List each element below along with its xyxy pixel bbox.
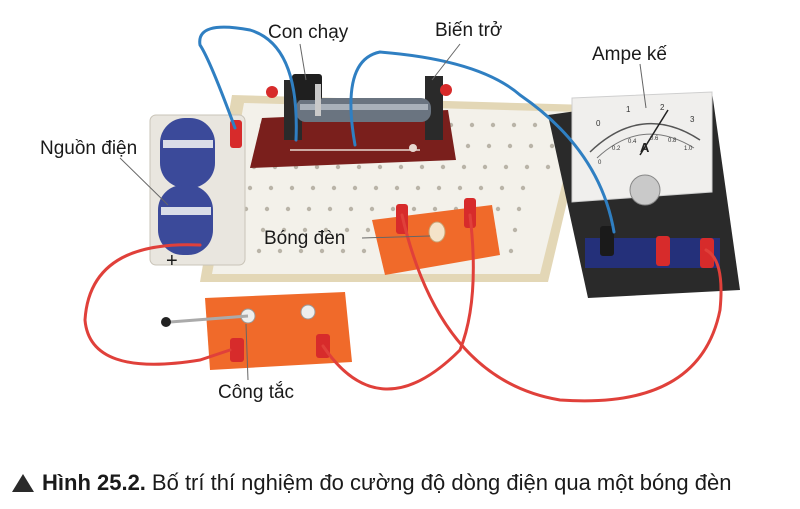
pegboard-hole — [490, 122, 496, 128]
caption-triangle-icon — [12, 474, 34, 492]
meter-scale-top-2: 2 — [660, 103, 665, 112]
meter-scale-bottom-0: 0 — [598, 160, 602, 166]
pegboard-hole — [268, 185, 274, 191]
pegboard-hole — [532, 122, 538, 128]
label-nguon-dien: Nguồn điện — [40, 138, 138, 159]
label-cong-tac: Công tắc — [218, 382, 295, 403]
pegboard-hole — [352, 185, 358, 191]
leader-lines — [119, 43, 647, 381]
pegboard-hole — [335, 164, 341, 170]
pegboard-hole — [415, 185, 421, 191]
pegboard-hole — [394, 185, 400, 191]
pegboard-hole — [323, 227, 329, 233]
pegboard-hole — [373, 185, 379, 191]
pegboard-hole — [361, 248, 367, 254]
pegboard-hole — [302, 227, 308, 233]
pegboard-hole — [549, 143, 555, 149]
pegboard-hole — [247, 185, 253, 191]
pegboard-hole — [277, 248, 283, 254]
meter-scale-bottom-5: 1.0 — [684, 146, 693, 152]
pegboard-hole — [516, 206, 522, 212]
pegboard-hole — [344, 227, 350, 233]
pegboard-hole — [524, 164, 530, 170]
pegboard-hole — [495, 206, 501, 212]
pegboard-hole — [478, 185, 484, 191]
battery-holder — [149, 114, 246, 266]
caption-text: Bố trí thí nghiệm đo cường độ dòng điện … — [151, 470, 732, 495]
pegboard-hole — [508, 248, 514, 254]
pegboard-hole — [432, 206, 438, 212]
pegboard-hole — [440, 164, 446, 170]
pegboard-hole — [520, 185, 526, 191]
pegboard-hole — [348, 206, 354, 212]
pegboard-hole — [511, 122, 517, 128]
pegboard-hole — [503, 164, 509, 170]
figure-caption: Hình 25.2. Bố trí thí nghiệm đo cường độ… — [12, 466, 792, 500]
label-con-chay: Con chạy — [268, 22, 349, 43]
battery-plus-sign: + — [166, 250, 178, 272]
switch-block — [161, 292, 352, 370]
wires — [83, 25, 723, 403]
ammeter: A 0 1 2 3 0 0.2 0.4 0.6 0.8 1.0 — [548, 91, 740, 298]
meter-scale-bottom-3: 0.6 — [650, 136, 659, 142]
meter-scale-top-0: 0 — [596, 119, 601, 128]
pegboard-hole — [256, 248, 262, 254]
pegboard-hole — [310, 185, 316, 191]
pegboard-hole — [398, 164, 404, 170]
meter-scale-top-3: 3 — [690, 115, 695, 124]
pegboard-hole — [482, 164, 488, 170]
pegboard-hole — [528, 143, 534, 149]
pegboard-hole — [285, 206, 291, 212]
pegboard-hole — [545, 164, 551, 170]
pegboard-hole — [331, 185, 337, 191]
pegboard-hole — [419, 164, 425, 170]
label-bong-den: Bóng đèn — [264, 228, 346, 249]
pegboard-hole — [319, 248, 325, 254]
pegboard-hole — [469, 122, 475, 128]
pegboard-hole — [499, 185, 505, 191]
pegboard-hole — [436, 185, 442, 191]
pegboard-hole — [512, 227, 518, 233]
pegboard-hole — [377, 164, 383, 170]
meter-unit: A — [640, 140, 650, 155]
pegboard-hole — [327, 206, 333, 212]
meter-scale-bottom-1: 0.2 — [612, 146, 621, 152]
pegboard-hole — [369, 206, 375, 212]
pegboard-hole — [461, 164, 467, 170]
label-bien-tro: Biến trở — [435, 20, 503, 41]
pegboard-hole — [457, 185, 463, 191]
pegboard-hole — [260, 227, 266, 233]
pegboard-hole — [356, 164, 362, 170]
pegboard-hole — [507, 143, 513, 149]
pegboard-hole — [340, 248, 346, 254]
experiment-photo: A 0 1 2 3 0 0.2 0.4 0.6 0.8 1.0 — [83, 25, 740, 403]
caption-figure-number: Hình 25.2. — [42, 470, 146, 495]
meter-scale-bottom-2: 0.4 — [628, 139, 637, 145]
pegboard-hole — [314, 164, 320, 170]
pegboard-hole — [298, 248, 304, 254]
meter-scale-bottom-4: 0.8 — [668, 138, 677, 144]
pegboard-hole — [411, 206, 417, 212]
pegboard-hole — [306, 206, 312, 212]
pegboard-hole — [289, 185, 295, 191]
pegboard-hole — [281, 227, 287, 233]
pegboard-hole — [486, 143, 492, 149]
pegboard-hole — [264, 206, 270, 212]
meter-scale-top-1: 1 — [626, 105, 631, 114]
pegboard-hole — [390, 206, 396, 212]
pegboard-hole — [365, 227, 371, 233]
label-ampe-ke: Ampe kế — [592, 44, 667, 65]
pegboard-hole — [465, 143, 471, 149]
